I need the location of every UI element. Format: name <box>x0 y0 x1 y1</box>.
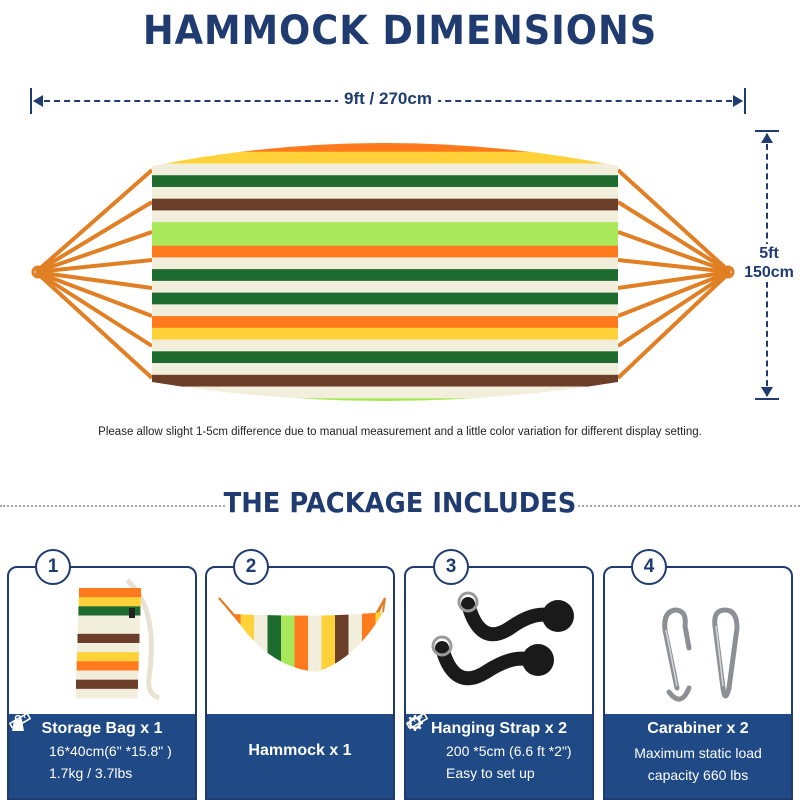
package-card-hammock: Hammock x 1 <box>205 566 395 800</box>
item-name-hanging-strap: Hanging Strap x 2 <box>430 720 568 737</box>
item-number-3: 3 <box>433 549 469 585</box>
strap-image <box>431 591 574 686</box>
height-label: 5ft 150cm <box>738 244 800 282</box>
hammock-illustration <box>31 143 735 401</box>
divider-left <box>0 505 225 507</box>
rope-right <box>616 168 732 380</box>
item-number-4: 4 <box>631 549 667 585</box>
arrow-left-icon <box>33 95 43 107</box>
item-number-1: 1 <box>35 549 71 585</box>
divider-right <box>578 505 800 507</box>
arrow-down-icon <box>761 387 773 397</box>
rope-left <box>34 168 154 380</box>
page-title: HAMMOCK DIMENSIONS <box>142 8 658 54</box>
hammock-image <box>218 597 386 672</box>
hammock-stripes <box>152 143 618 401</box>
measurement-note: Please allow slight 1-5cm difference due… <box>98 426 702 438</box>
weight-icon <box>12 714 41 782</box>
width-label: 9ft / 270cm <box>338 89 438 109</box>
arrow-up-icon <box>761 133 773 143</box>
package-card-storage-bag: Storage Bag x 1 16*40cm(6" *15.8" ) 1.7k… <box>7 566 197 800</box>
width-dimension: 9ft / 270cm <box>30 88 746 114</box>
carabiner-capacity: Maximum static load capacity 660 lbs <box>634 745 762 783</box>
ruler-icon <box>9 714 41 760</box>
item-number-2: 2 <box>233 549 269 585</box>
ruler-icon <box>406 714 438 760</box>
package-title: THE PACKAGE INCLUDES <box>223 486 577 519</box>
carabiner-image <box>662 607 740 702</box>
storage-bag-image <box>75 578 160 701</box>
item-name-storage-bag: Storage Bag x 1 <box>41 720 163 737</box>
package-card-carabiner: Carabiner x 2 Maximum static load capaci… <box>603 566 793 800</box>
gear-icon <box>407 715 438 782</box>
package-card-hanging-strap: Hanging Strap x 2 200 *5cm (6.6 ft *2") … <box>404 566 594 800</box>
item-name-carabiner: Carabiner x 2 <box>647 720 749 737</box>
arrow-right-icon <box>733 95 743 107</box>
item-name-hammock: Hammock x 1 <box>248 742 352 759</box>
